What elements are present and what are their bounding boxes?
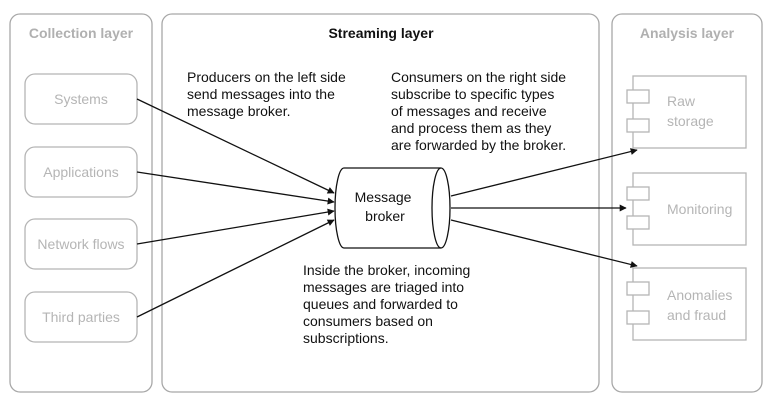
arrow-network-flows-to-broker [136, 208, 335, 245]
component-raw-storage-label: Raw storage [667, 93, 714, 129]
consumers-note: Consumers on the right side subscribe to… [391, 69, 570, 153]
analysis-layer-title: Analysis layer [640, 25, 735, 41]
component-monitoring-port-bottom [626, 215, 650, 230]
collection-layer: Collection layer Systems Applications Ne… [9, 13, 153, 393]
component-monitoring: Monitoring [626, 172, 747, 246]
source-network-flows: Network flows [24, 218, 138, 270]
source-third-parties-label: Third parties [42, 309, 120, 325]
source-systems-label: Systems [54, 91, 108, 107]
component-raw-storage-port-bottom [626, 118, 650, 133]
message-broker-end-arc [431, 167, 442, 249]
source-applications: Applications [24, 146, 138, 198]
message-broker: Message broker [334, 167, 451, 249]
source-network-flows-label: Network flows [37, 236, 124, 252]
source-applications-label: Applications [43, 164, 119, 180]
streaming-layer-title: Streaming layer [328, 25, 434, 41]
component-anomalies-label: Anomalies and fraud [667, 287, 736, 323]
component-anomalies-port-top [626, 281, 650, 296]
component-monitoring-port-top [626, 186, 650, 201]
streaming-layer-frame [161, 13, 600, 393]
arrow-systems-to-broker [136, 98, 335, 194]
streaming-layer: Streaming layer Producers on the left si… [161, 13, 600, 393]
arrow-third-parties-to-broker [136, 219, 335, 318]
collection-layer-title: Collection layer [29, 25, 134, 41]
source-third-parties: Third parties [24, 291, 138, 343]
component-anomalies-and-fraud: Anomalies and fraud [626, 267, 747, 341]
component-anomalies-port-bottom [626, 310, 650, 325]
analysis-layer: Analysis layer Raw storage Monitoring An… [611, 13, 763, 393]
component-raw-storage: Raw storage [626, 75, 747, 149]
arrow-broker-to-anomalies [450, 219, 638, 268]
analysis-layer-frame [611, 13, 763, 393]
message-broker-label: Message broker [355, 189, 416, 224]
arrow-broker-to-raw-storage [450, 148, 638, 197]
broker-note: Inside the broker, incoming messages are… [303, 262, 474, 346]
producer-arrows [136, 98, 335, 318]
arrow-applications-to-broker [136, 171, 335, 205]
component-monitoring-label: Monitoring [667, 201, 732, 217]
source-systems: Systems [24, 73, 138, 125]
producers-note: Producers on the left side send messages… [187, 69, 350, 119]
consumer-arrows [450, 148, 638, 268]
component-raw-storage-port-top [626, 89, 650, 104]
collection-layer-frame [9, 13, 153, 393]
